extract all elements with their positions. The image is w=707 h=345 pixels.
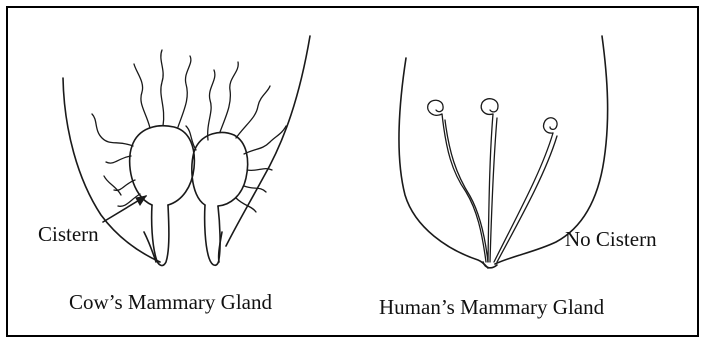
- human-nipple: [483, 262, 497, 268]
- human-lobule-right: [494, 118, 557, 262]
- cow-right-gland: [192, 132, 248, 265]
- cow-caption: Cow’s Mammary Gland: [69, 292, 272, 313]
- cow-udder-outline: [63, 36, 310, 262]
- cow-mammary-gland-drawing: [63, 36, 310, 265]
- cistern-pointer-arrow: [103, 196, 146, 222]
- human-caption: Human’s Mammary Gland: [379, 297, 604, 318]
- cistern-label: Cistern: [38, 224, 99, 245]
- no-cistern-label: No Cistern: [565, 229, 657, 250]
- cow-left-gland: [130, 126, 195, 266]
